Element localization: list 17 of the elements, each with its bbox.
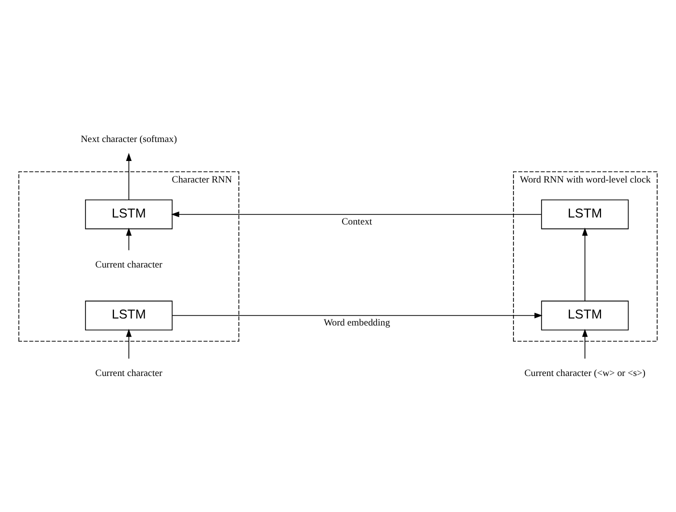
arrow — [171, 211, 542, 217]
node-box: LSTM — [85, 300, 173, 330]
arrow — [126, 227, 132, 250]
node-text: Current character — [95, 367, 162, 378]
node-box: LSTM — [85, 198, 173, 229]
node-box: LSTM — [541, 198, 629, 229]
edge-label: Context — [342, 216, 372, 227]
arrow — [126, 328, 132, 359]
node-text: Next character (softmax) — [80, 134, 177, 145]
edge-label: Word embedding — [324, 317, 390, 328]
arrow — [172, 312, 542, 318]
node-text: Current character (<w> or <s>) — [524, 367, 646, 378]
arrow — [582, 227, 588, 301]
node-text: Current character — [95, 258, 162, 270]
node-box: LSTM — [541, 300, 629, 330]
arrow — [582, 328, 588, 359]
arrow — [126, 152, 132, 200]
